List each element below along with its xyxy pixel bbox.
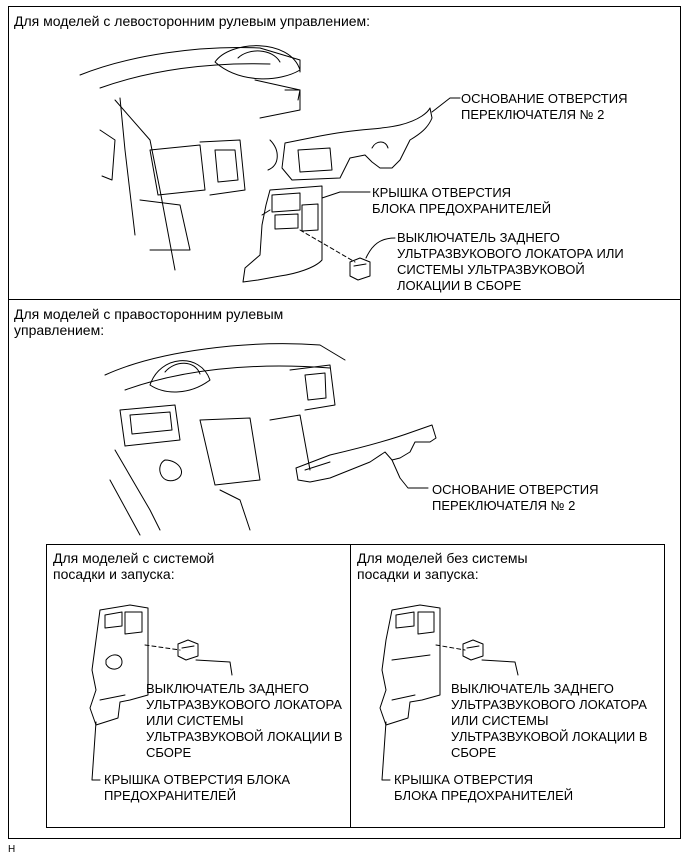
lhd-label-switch: ВЫКЛЮЧАТЕЛЬ ЗАДНЕГО УЛЬТРАЗВУКОВОГО ЛОКА… (397, 230, 624, 293)
sub2-title: Для моделей без системы посадки и запуск… (357, 550, 528, 582)
sub1-switch (177, 639, 199, 661)
rhd-panel-title: Для моделей с правосторонним рулевым упр… (14, 306, 284, 338)
lhd-panel-title: Для моделей с левосторонним рулевым упра… (14, 13, 371, 29)
sub2-label-fuse-block-cover: КРЫШКА ОТВЕРСТИЯ БЛОКА ПРЕДОХРАНИТЕЛЕЙ (394, 772, 574, 803)
rhd-label-switch-hole-base: ОСНОВАНИЕ ОТВЕРСТИЯ ПЕРЕКЛЮЧАТЕЛЯ № 2 (432, 482, 599, 513)
lhd-label-switch-hole-base: ОСНОВАНИЕ ОТВЕРСТИЯ ПЕРЕКЛЮЧАТЕЛЯ № 2 (461, 91, 628, 122)
lhd-switch (349, 257, 371, 281)
lhd-label-fuse-block-cover: КРЫШКА ОТВЕРСТИЯ БЛОКА ПРЕДОХРАНИТЕЛЕЙ (372, 185, 552, 216)
subpanel-without-entry-start (350, 544, 665, 828)
panel-rhd (8, 299, 681, 839)
footer-code: H (8, 844, 16, 855)
sub1-fuse-block-cover (89, 604, 149, 726)
lhd-switch-hole-base (281, 107, 433, 181)
rhd-dashboard-drawing (104, 343, 346, 536)
sub2-label-switch: ВЫКЛЮЧАТЕЛЬ ЗАДНЕГО УЛЬТРАЗВУКОВОГО ЛОКА… (451, 681, 648, 760)
sub1-title: Для моделей с системой посадки и запуска… (53, 550, 215, 582)
sub1-label-fuse-block-cover: КРЫШКА ОТВЕРСТИЯ БЛОКА ПРЕДОХРАНИТЕЛЕЙ (104, 772, 291, 803)
lhd-fuse-block-cover (242, 185, 323, 283)
sub2-fuse-block-cover (379, 604, 441, 726)
rhd-switch-hole-base (295, 424, 437, 483)
lhd-dashboard-drawing (79, 45, 301, 271)
sub1-label-switch: ВЫКЛЮЧАТЕЛЬ ЗАДНЕГО УЛЬТРАЗВУКОВОГО ЛОКА… (146, 681, 343, 760)
sub2-switch (462, 639, 484, 661)
